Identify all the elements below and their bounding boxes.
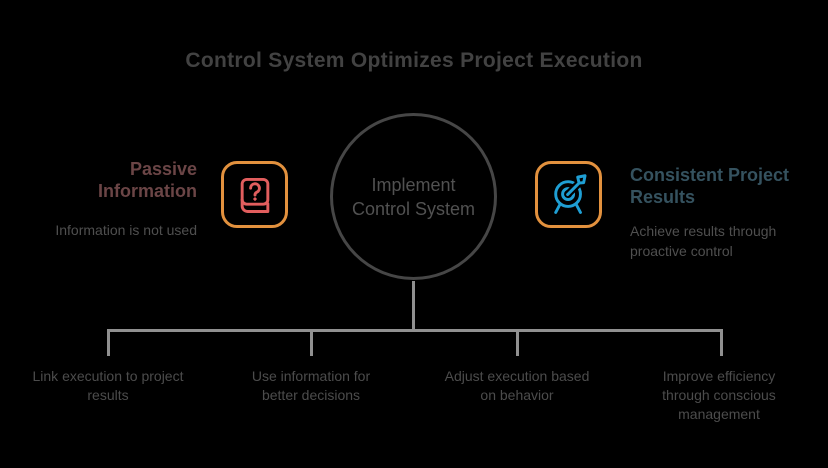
branch-label-2: Use information for better decisions [251,368,371,403]
branch-label-4: Improve efficiency through conscious man… [662,368,776,422]
branch-label-1: Link execution to project results [32,368,184,403]
consistent-results-icon-box [535,161,602,228]
consistent-results-description: Achieve results through proactive contro… [630,223,777,259]
passive-information-block: Passive Information Information is not u… [20,158,197,240]
passive-information-heading: Passive Information [98,159,197,201]
consistent-results-block: Consistent Project Results Achieve resul… [630,164,828,261]
center-node-label: Implement Control System [351,174,476,219]
center-node-circle: Implement Control System [330,113,497,280]
passive-information-icon-box [221,161,288,228]
branch-drop-line-1 [107,329,110,356]
page-title: Control System Optimizes Project Executi… [185,49,643,72]
center-stem-line [412,281,415,332]
consistent-results-heading: Consistent Project Results [630,165,790,207]
passive-information-description: Information is not used [55,222,197,238]
book-question-icon [233,173,277,217]
branch-drop-line-4 [720,329,723,356]
branch-drop-line-3 [516,329,519,356]
target-arrow-icon [547,173,591,217]
branch-drop-line-2 [310,329,313,356]
branch-horizontal-line [107,329,723,332]
branch-label-3: Adjust execution based on behavior [444,368,590,403]
